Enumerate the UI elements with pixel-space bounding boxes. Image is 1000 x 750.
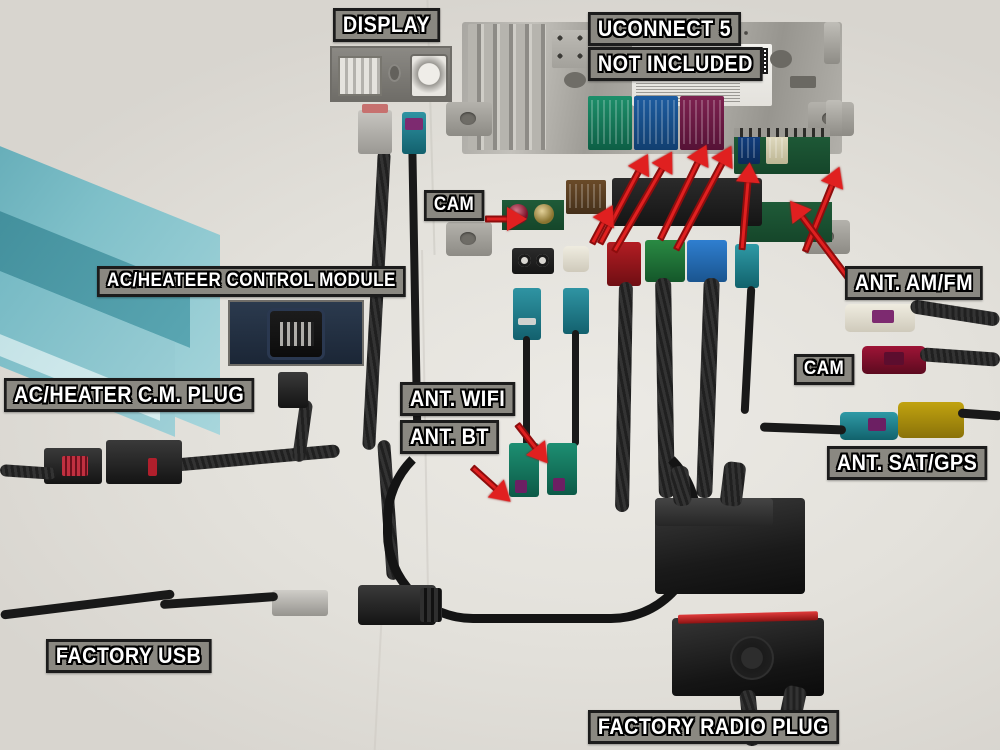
- radio-blue-fakra-port: [738, 134, 760, 164]
- factory-radio-plug-upper-step: [655, 498, 773, 526]
- bt-coax-cable: [572, 330, 579, 446]
- display-fakra-plug-keying: [405, 118, 423, 130]
- arrow-cam-to-rca: [485, 207, 527, 231]
- display-lvds-plug: [358, 110, 392, 154]
- mounting-ear-left-top: [446, 102, 492, 136]
- bt-loose-keying: [553, 478, 565, 491]
- label-factory-radio-plug: FACTORY RADIO PLUG: [588, 710, 839, 745]
- bt-fakra-plug-top: [563, 288, 589, 334]
- radio-green-connector: [588, 96, 632, 150]
- radio-brown-connector: [566, 180, 606, 214]
- teal-antenna-plug: [735, 244, 759, 288]
- label-display: DISPLAY: [333, 8, 440, 43]
- radio-purple-connector: [680, 96, 724, 150]
- mounting-tab-right: [824, 22, 840, 64]
- sat-antenna-plug: [898, 402, 964, 438]
- ac-heater-plug-red-latch: [148, 458, 157, 476]
- factory-usb-plug: [272, 590, 328, 616]
- ac-heater-plug-body-large: [106, 440, 182, 484]
- radio-cream-fakra-port: [766, 134, 788, 164]
- gps-plug-keying: [868, 418, 886, 431]
- pcb-comb-header: [734, 128, 830, 137]
- label-not-included: NOT INCLUDED: [588, 47, 763, 82]
- rca-yellow-jack: [534, 204, 554, 224]
- wifi-fakra-plug-top: [513, 288, 541, 340]
- chassis-hole-round: [564, 72, 586, 88]
- radio-blue-connector: [634, 96, 678, 150]
- factory-radio-plug-lever: [730, 636, 774, 680]
- label-ac-heater-control-module: AC/HEATEER CONTROL MODULE: [97, 266, 406, 297]
- wifi-loose-keying: [515, 480, 527, 493]
- label-ant-wifi: ANT. WIFI: [400, 382, 516, 417]
- radio-socket-pin-2: [536, 254, 549, 267]
- display-connector-inset-photo: [330, 46, 452, 102]
- wifi-coax-cable: [523, 336, 530, 446]
- label-cam-top: CAM: [424, 190, 485, 221]
- label-ant-sat-gps: ANT. SAT/GPS: [827, 446, 988, 481]
- label-factory-usb: FACTORY USB: [46, 639, 212, 674]
- amfm-plug-keying: [872, 310, 894, 323]
- chassis-oval-hole: [770, 50, 792, 68]
- wifi-plug-latch: [518, 318, 536, 325]
- label-ant-bt: ANT. BT: [400, 420, 499, 455]
- ac-heater-plug-red-insert: [62, 456, 88, 476]
- chassis-slot: [790, 76, 816, 88]
- label-uconnect5: UCONNECT 5: [588, 12, 742, 47]
- ac-heater-control-module-inset-photo: [228, 300, 364, 366]
- cam-plug-keying: [884, 352, 904, 365]
- mounting-ear-left-bottom: [446, 222, 492, 256]
- blue-data-plug: [687, 240, 727, 282]
- label-ant-amfm: ANT. AM/FM: [845, 266, 983, 301]
- ac-heater-cm-plug: [278, 372, 308, 408]
- usb-inline-plug-ribs: [420, 588, 442, 622]
- label-ac-heater-cm-plug: AC/HEATER C.M. PLUG: [4, 378, 255, 413]
- mounting-tab-right-2: [826, 100, 842, 136]
- display-lvds-plug-top-clip: [362, 104, 388, 113]
- label-cam-right: CAM: [794, 354, 855, 385]
- radio-round-socket: [563, 246, 589, 272]
- radio-socket-pin-1: [518, 254, 531, 267]
